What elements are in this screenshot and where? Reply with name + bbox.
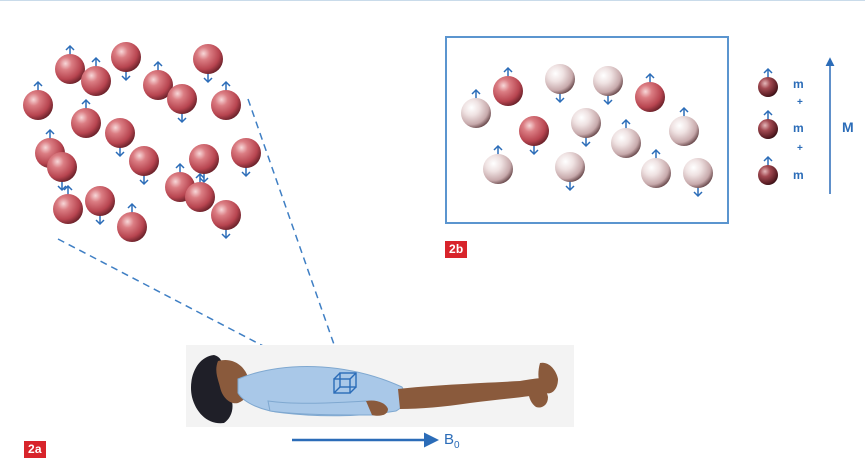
proton-sphere [758, 119, 778, 139]
proton-sphere [519, 116, 549, 146]
b0-subscript: 0 [454, 440, 460, 451]
net-magnetization-label: M [842, 119, 854, 135]
panel-2b-badge: 2b [445, 241, 467, 258]
proton-sphere [85, 186, 115, 216]
proton-sphere [758, 77, 778, 97]
moment-label-1: m [793, 77, 804, 91]
proton-sphere [71, 108, 101, 138]
proton-sphere [117, 212, 147, 242]
proton-sphere-icon [111, 42, 141, 80]
proton-sphere [493, 76, 523, 106]
proton-sphere-icon [81, 58, 111, 96]
proton-sphere-icon [211, 82, 241, 120]
proton-sphere [81, 66, 111, 96]
proton-sphere [47, 152, 77, 182]
proton-sphere-icon [758, 69, 778, 97]
proton-sphere-icon [55, 46, 85, 84]
proton-sphere [105, 118, 135, 148]
patient-arm [268, 401, 382, 415]
proton-sphere [483, 154, 513, 184]
proton-sphere-icon [571, 108, 601, 146]
proton-sphere-icon [555, 152, 585, 190]
proton-sphere-icon [211, 200, 241, 238]
proton-sphere-icon [129, 146, 159, 184]
proton-sphere [211, 90, 241, 120]
proton-sphere [461, 98, 491, 128]
panel-2b-protons [461, 64, 713, 196]
projection-line-upper [248, 99, 344, 373]
b0-base: B [444, 431, 454, 448]
proton-sphere-icon [669, 108, 699, 146]
proton-sphere-icon [23, 82, 53, 120]
proton-sphere [129, 146, 159, 176]
proton-sphere [555, 152, 585, 182]
proton-sphere-icon [519, 116, 549, 154]
proton-sphere [111, 42, 141, 72]
proton-sphere-icon [105, 118, 135, 156]
proton-sphere-icon [483, 146, 513, 184]
proton-sphere [545, 64, 575, 94]
proton-sphere [189, 144, 219, 174]
proton-sphere-icon [611, 120, 641, 158]
proton-sphere [593, 66, 623, 96]
proton-sphere-icon [545, 64, 575, 102]
proton-sphere-icon [683, 158, 713, 196]
proton-sphere-icon [117, 204, 147, 242]
proton-sphere [683, 158, 713, 188]
proton-sphere-icon [71, 100, 101, 138]
proton-sphere [641, 158, 671, 188]
proton-sphere-icon [189, 144, 219, 182]
proton-sphere-icon [493, 68, 523, 106]
proton-sphere-icon [193, 44, 223, 82]
moment-stack [758, 69, 778, 185]
proton-sphere [231, 138, 261, 168]
proton-sphere [185, 182, 215, 212]
proton-sphere-icon [167, 84, 197, 122]
proton-sphere [635, 82, 665, 112]
proton-sphere [23, 90, 53, 120]
proton-sphere-icon [47, 152, 77, 190]
b0-field-label: B0 [444, 431, 460, 451]
plus-sign-1: + [797, 97, 803, 108]
proton-sphere-icon [635, 74, 665, 112]
proton-sphere-icon [758, 157, 778, 185]
proton-sphere-icon [758, 111, 778, 139]
proton-sphere [167, 84, 197, 114]
proton-sphere-icon [641, 150, 671, 188]
proton-sphere [611, 128, 641, 158]
proton-sphere [211, 200, 241, 230]
proton-sphere [55, 54, 85, 84]
proton-sphere [193, 44, 223, 74]
proton-sphere-icon [461, 90, 491, 128]
proton-sphere-icon [53, 186, 83, 224]
plus-sign-2: + [797, 143, 803, 154]
proton-sphere-icon [593, 66, 623, 104]
proton-sphere-icon [85, 186, 115, 224]
moment-label-2: m [793, 121, 804, 135]
proton-sphere [758, 165, 778, 185]
proton-sphere [53, 194, 83, 224]
proton-sphere-icon [231, 138, 261, 176]
proton-sphere [669, 116, 699, 146]
moment-label-3: m [793, 168, 804, 182]
patient-illustration [186, 345, 574, 427]
proton-sphere [571, 108, 601, 138]
panel-2a-badge: 2a [24, 441, 46, 458]
proton-cloud [23, 42, 261, 242]
